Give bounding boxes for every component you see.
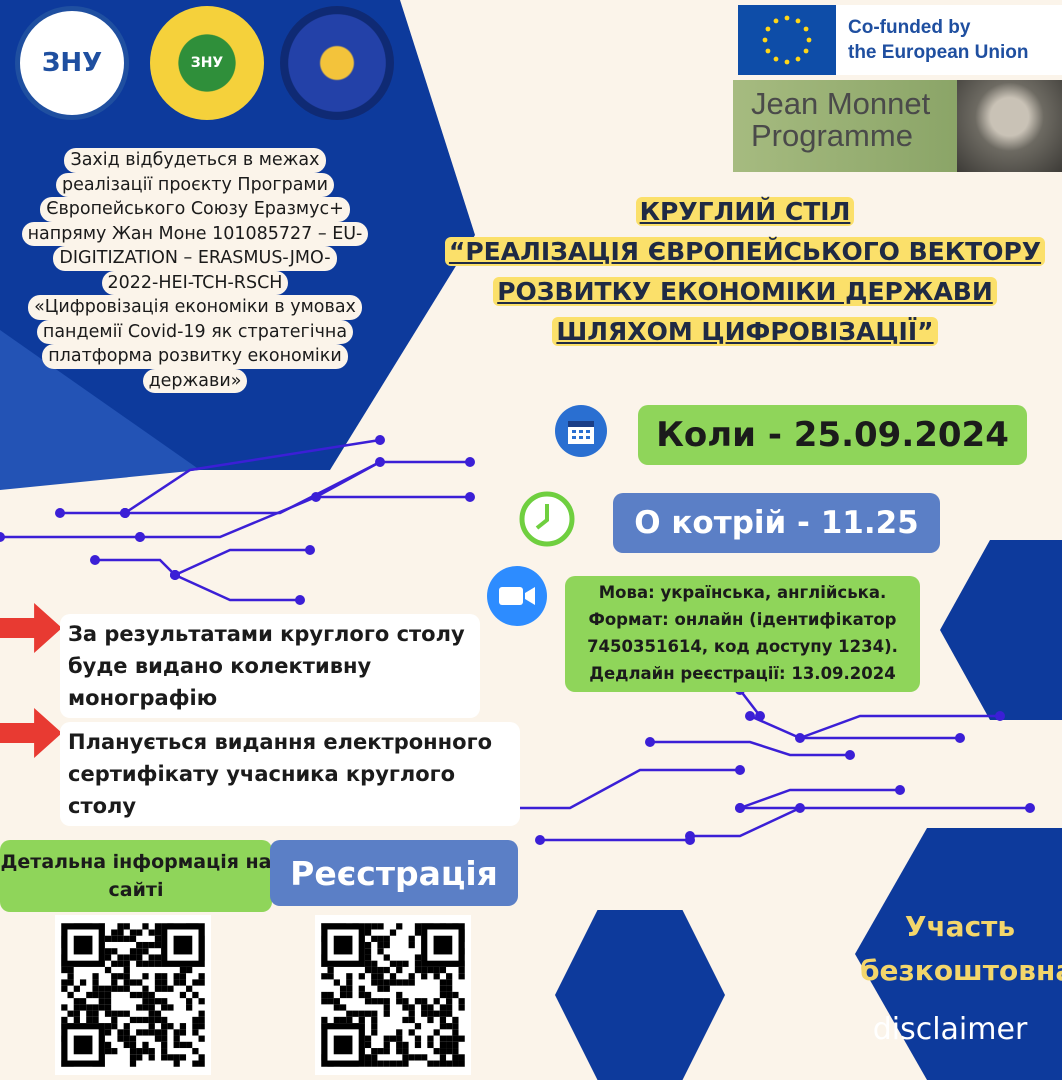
circuit-line bbox=[650, 740, 850, 757]
circuit-line bbox=[799, 714, 1000, 740]
portrait-image bbox=[957, 80, 1062, 172]
circuit-node bbox=[170, 570, 180, 580]
circuit-node bbox=[135, 532, 145, 542]
circuit-node bbox=[685, 835, 695, 845]
circuit-line bbox=[749, 714, 960, 740]
logo-text: ЗНУ bbox=[41, 48, 103, 78]
intro-line: реалізації проєкту Програми bbox=[56, 172, 334, 197]
eu-text: Co-funded by bbox=[848, 17, 971, 38]
event-title: КРУГЛИЙ СТІЛ “РЕАЛІЗАЦІЯ ЄВРОПЕЙСЬКОГО ВЕ… bbox=[430, 192, 1060, 352]
calendar-icon bbox=[555, 405, 607, 457]
certificate-note: Планується видання електронного сертифік… bbox=[60, 722, 520, 826]
intro-line: пандемії Covid-19 як стратегічна bbox=[36, 319, 354, 344]
intro-line: держави» bbox=[142, 368, 248, 393]
intro-line: 2022-HEI-TCH-RSCH bbox=[101, 270, 289, 295]
free-text: безкоштовна bbox=[860, 954, 1062, 987]
logo-text: ЗНУ bbox=[190, 55, 224, 71]
circuit-line bbox=[174, 573, 300, 602]
jm-text: Programme bbox=[751, 118, 913, 153]
project-logo bbox=[280, 6, 394, 120]
circuit-node bbox=[535, 835, 545, 845]
info-line: Дедлайн реєстрації: 13.09.2024 bbox=[589, 664, 896, 683]
title-line: “РЕАЛІЗАЦІЯ ЄВРОПЕЙСЬКОГО ВЕКТОРУ bbox=[444, 237, 1046, 266]
circuit-node bbox=[0, 532, 5, 542]
eu-text: the European Union bbox=[848, 42, 1029, 63]
circuit-node bbox=[465, 492, 475, 502]
result-note: За результатами круглого столу буде вида… bbox=[60, 614, 480, 718]
intro-line: напряму Жан Моне 101085727 – EU- bbox=[21, 221, 369, 246]
circuit-node bbox=[995, 711, 1005, 721]
circuit-line bbox=[140, 495, 470, 539]
circuit-node bbox=[55, 508, 65, 518]
title-line: ШЛЯХОМ ЦИФРОВІЗАЦІЇ” bbox=[552, 317, 938, 346]
circuit-node bbox=[895, 785, 905, 795]
circuit-node bbox=[305, 545, 315, 555]
free-participation: Участь безкоштовна bbox=[860, 905, 1062, 993]
eu-flag-icon bbox=[738, 5, 836, 75]
circuit-node bbox=[1025, 803, 1035, 813]
jean-monnet-banner: Jean Monnet Programme bbox=[733, 80, 1062, 172]
title-line: РОЗВИТКУ ЕКОНОМІКИ ДЕРЖАВИ bbox=[493, 277, 997, 306]
info-line: Мова: українська, англійська. bbox=[598, 583, 887, 602]
circuit-node bbox=[295, 595, 305, 605]
event-time: О котрій - 11.25 bbox=[613, 493, 940, 553]
circuit-node bbox=[90, 555, 100, 565]
event-details: Мова: українська, англійська. Формат: онл… bbox=[565, 576, 920, 692]
intro-line: «Цифровізація економіки в умовах bbox=[28, 295, 362, 320]
circuit-line bbox=[315, 460, 470, 499]
circuit-node bbox=[755, 711, 765, 721]
circuit-node bbox=[955, 733, 965, 743]
info-line: 7450351614, код доступу 1234). bbox=[587, 637, 898, 656]
circuit-node bbox=[795, 803, 805, 813]
circuit-node bbox=[645, 737, 655, 747]
circuit-node bbox=[745, 711, 755, 721]
circuit-line bbox=[690, 806, 801, 838]
circuit-node bbox=[795, 733, 805, 743]
intro-line: Захід відбудеться в межах bbox=[64, 148, 326, 173]
eu-cofunded-banner: Co-funded by the European Union bbox=[738, 5, 1062, 75]
registration-qr-code[interactable] bbox=[315, 915, 471, 1075]
circuit-line bbox=[739, 689, 761, 717]
clock-icon bbox=[519, 491, 575, 547]
circuit-node bbox=[375, 435, 385, 445]
info-line: Формат: онлайн (ідентифікатор bbox=[588, 610, 897, 629]
economics-faculty-logo: ЗНУ bbox=[150, 6, 264, 120]
intro-line: Європейського Союзу Еразмус+ bbox=[40, 197, 350, 222]
event-date: Коли - 25.09.2024 bbox=[638, 405, 1027, 465]
circuit-node bbox=[735, 803, 745, 813]
intro-line: DIGITIZATION – ERASMUS-JMO- bbox=[53, 246, 337, 271]
circuit-node bbox=[735, 765, 745, 775]
title-line: КРУГЛИЙ СТІЛ bbox=[635, 197, 855, 226]
disclaimer-link[interactable]: disclaimer bbox=[872, 1012, 1028, 1047]
site-info-label: Детальна інформація на сайті bbox=[0, 840, 272, 912]
video-camera-icon bbox=[487, 566, 547, 626]
circuit-line bbox=[124, 438, 381, 515]
circuit-node bbox=[465, 457, 475, 467]
free-text: Участь bbox=[904, 910, 1016, 943]
intro-line: платформа розвитку економіки bbox=[42, 344, 348, 369]
circuit-node bbox=[120, 508, 130, 518]
registration-label: Реєстрація bbox=[270, 840, 518, 906]
circuit-node bbox=[311, 492, 321, 502]
jm-text: Jean Monnet bbox=[751, 86, 931, 121]
circuit-node bbox=[845, 750, 855, 760]
circuit-line bbox=[95, 558, 176, 576]
circuit-line bbox=[174, 548, 310, 577]
znu-logo: ЗНУ bbox=[15, 6, 129, 120]
site-qr-code[interactable] bbox=[55, 915, 211, 1075]
circuit-line bbox=[739, 788, 900, 810]
